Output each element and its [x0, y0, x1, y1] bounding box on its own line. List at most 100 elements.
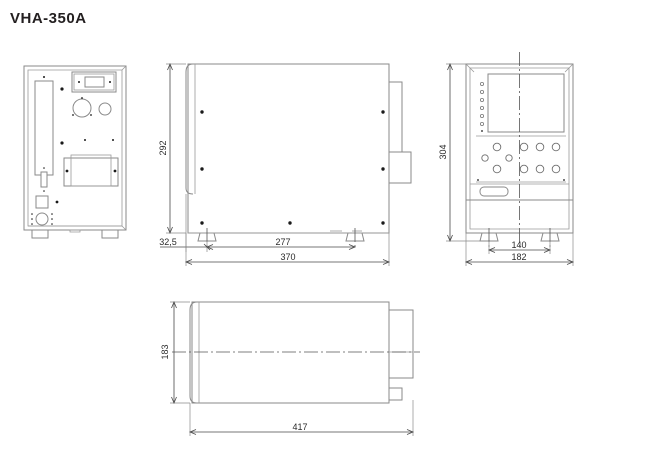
rear-vent-hole-3	[479, 98, 484, 103]
front-module-panel-face	[70, 154, 112, 187]
rear-port-9	[551, 142, 561, 152]
top-dim-183-arrow-bottom	[171, 396, 177, 405]
side-dim-370-arrow-l	[184, 259, 193, 265]
front-display-screw-left	[78, 81, 80, 83]
rear-port-4	[505, 154, 513, 162]
top-dim-417-arrow-r	[406, 429, 415, 435]
rear-port-6	[519, 164, 529, 174]
rear-vent-hole-6	[479, 122, 484, 127]
rear-bevel-tl	[465, 63, 475, 73]
rear-vent-screw	[481, 130, 483, 132]
front-slot-screw-top	[43, 76, 45, 78]
front-module-panel	[63, 157, 119, 187]
side-body-outline	[187, 63, 390, 234]
front-small-switch	[40, 171, 48, 188]
front-port-dot-4	[51, 213, 53, 215]
side-dim-292-arrow-bottom	[167, 226, 173, 235]
front-switch-screw-bottom	[43, 190, 45, 192]
rear-port-2	[492, 142, 502, 152]
side-screw-bc	[288, 221, 292, 225]
front-dial-marker-left	[72, 114, 74, 116]
front-screw-mid-right	[112, 139, 114, 141]
front-display-panel	[71, 71, 117, 93]
front-screw-mid-center	[84, 139, 86, 141]
rear-dim-140-label: 140	[511, 240, 526, 250]
rear-body-inner	[469, 67, 570, 230]
page-title: VHA-350A	[10, 10, 87, 27]
front-right-bevel	[121, 65, 127, 231]
front-button-screw	[55, 200, 59, 204]
rear-vent-hole-5	[479, 114, 484, 119]
side-screw-tr	[381, 110, 385, 114]
front-port-dot-6	[51, 223, 53, 225]
rear-dim-182-label: 182	[511, 252, 526, 262]
side-rear-protrusion-lower	[389, 151, 412, 184]
front-dial-marker-right	[90, 114, 92, 116]
rear-dim-182-arrow-l	[464, 259, 473, 265]
top-dim-417-label: 417	[292, 422, 307, 432]
rear-port-5	[519, 142, 529, 152]
side-screw-mr	[381, 167, 385, 171]
front-foot-left	[31, 230, 49, 239]
front-module-screw-left	[65, 169, 69, 173]
side-dim-32-label: 32,5	[159, 237, 177, 247]
side-view: 292 32,5 277 370	[158, 62, 412, 266]
side-screw-ml	[200, 167, 204, 171]
front-port-dot-5	[51, 218, 53, 220]
front-round-knob	[98, 102, 112, 116]
front-screw-mid-left	[60, 141, 64, 145]
rear-port-8	[535, 164, 545, 174]
front-base-tab	[69, 229, 81, 233]
rear-inner-panel	[487, 73, 565, 133]
front-rotary-dial	[72, 98, 92, 118]
side-dim-292-arrow-top	[167, 62, 173, 71]
rear-dim-304-label: 304	[438, 144, 448, 159]
rear-dim-140-arrow-r	[543, 247, 552, 253]
rear-view: 304 140 182	[438, 52, 575, 266]
rear-port-screw-right	[563, 179, 565, 181]
top-view: 183 417	[160, 300, 420, 436]
side-dim-277-label: 277	[275, 237, 290, 247]
rear-port-screw-left	[477, 179, 479, 181]
front-display-panel-inner	[73, 73, 115, 91]
side-front-curved-edge	[185, 63, 194, 195]
rear-vent-hole-1	[479, 82, 484, 87]
front-screw-upper-left	[60, 87, 64, 91]
front-display-screen	[84, 76, 105, 88]
side-rear-protrusion-upper	[389, 81, 403, 153]
rear-dim-140-arrow-l	[487, 247, 496, 253]
rear-port-10	[551, 164, 561, 174]
front-view	[23, 65, 127, 239]
rear-vent-hole-4	[479, 106, 484, 111]
side-screw-br	[381, 221, 385, 225]
front-foot-right	[101, 230, 119, 239]
front-circular-port	[35, 212, 49, 226]
side-screw-tl	[200, 110, 204, 114]
front-port-dot-2	[31, 218, 33, 220]
side-dim-277-arrow-r	[348, 244, 357, 250]
top-front-curved-edge	[189, 301, 198, 404]
top-dim-183-arrow-top	[171, 300, 177, 309]
top-rear-protrusion	[389, 309, 414, 379]
front-module-screw-right	[113, 169, 117, 173]
rear-label-slot	[479, 186, 509, 197]
front-port-dot-1	[31, 213, 33, 215]
front-display-screw-right	[109, 81, 111, 83]
front-square-button	[35, 195, 49, 209]
top-dim-417-arrow-l	[188, 429, 197, 435]
rear-dim-304-arrow-bottom	[447, 234, 453, 243]
side-dim-370-arrow-r	[382, 259, 391, 265]
front-port-dot-3	[31, 223, 33, 225]
side-dim-370-label: 370	[280, 252, 295, 262]
rear-dim-182-arrow-r	[566, 259, 575, 265]
side-dim-277-arrow-l	[205, 244, 214, 250]
front-vertical-slot	[34, 80, 54, 176]
front-dial-marker-top	[81, 97, 83, 99]
side-dim-292-label: 292	[158, 140, 168, 155]
rear-vent-hole-2	[479, 90, 484, 95]
rear-port-3	[492, 164, 502, 174]
rear-dim-304-arrow-top	[447, 62, 453, 71]
rear-bevel-tr	[564, 63, 574, 73]
top-body-outline	[191, 301, 390, 404]
